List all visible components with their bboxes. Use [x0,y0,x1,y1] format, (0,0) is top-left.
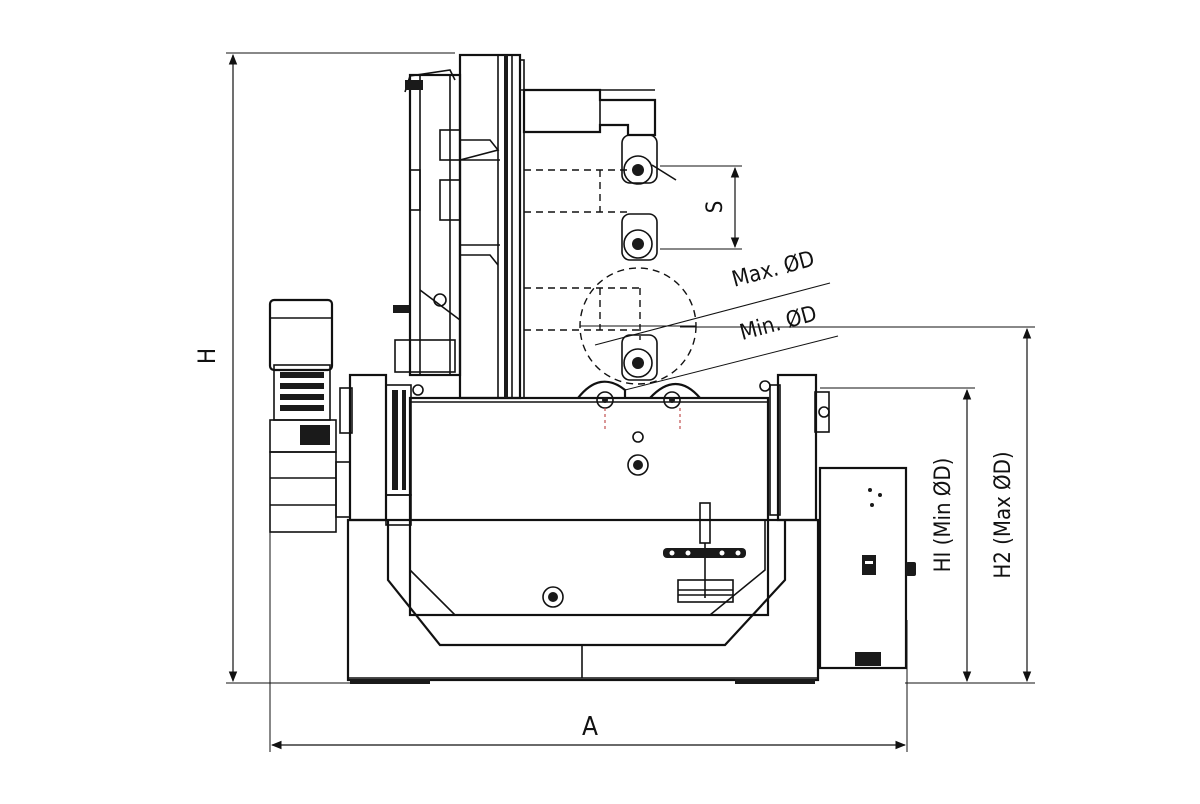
control-box [818,466,916,670]
arm-positions-dashed [524,169,641,340]
roller-bottom [621,334,658,381]
label-a: A [582,712,598,742]
roller-middle [621,213,658,261]
label-h1: HI (Min ØD) [931,458,956,573]
workpiece-max-od [579,267,697,385]
label-h2: H2 (Max ØD) [991,451,1016,578]
dimension-a: A [269,525,908,752]
left-trunnion [339,373,424,526]
roller-top [621,134,677,185]
label-max-od: Max. ØD [729,247,817,293]
motor [268,298,351,533]
dimension-h1-h2: HI (Min ØD) H2 (Max ØD) [680,326,1035,684]
base-frame [346,518,820,684]
lever-assembly [663,502,746,603]
label-min-od: Min. ØD [737,301,819,345]
column-mast [393,53,525,400]
label-s: S [703,201,728,214]
arm [520,88,657,137]
support-wheels [577,380,701,430]
dimension-s: S [660,165,742,250]
cradle [386,396,787,647]
right-trunnion [759,373,830,522]
label-h: H [193,348,221,364]
dimension-h: H [193,52,455,684]
